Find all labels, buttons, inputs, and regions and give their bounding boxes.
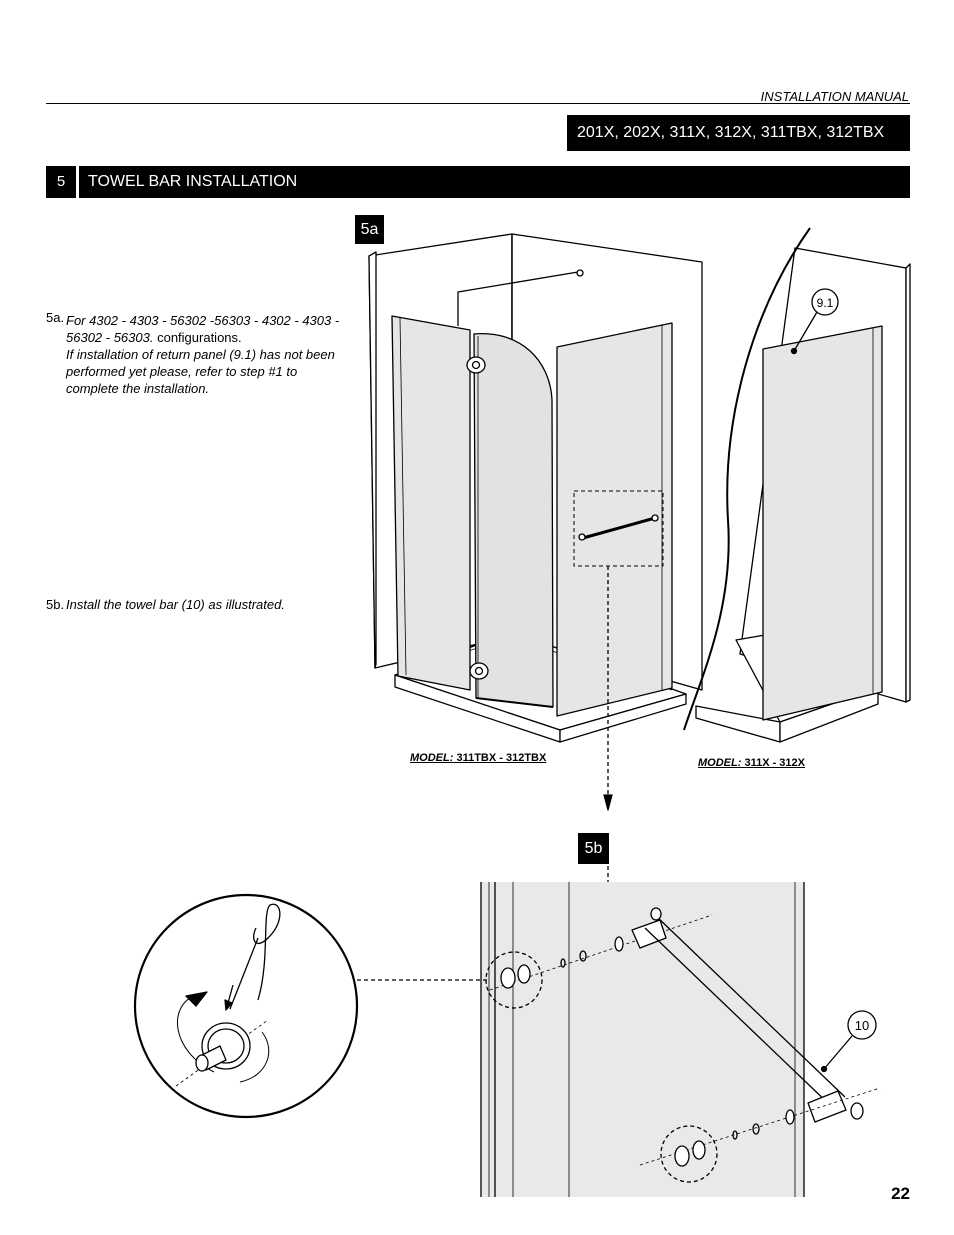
section-number: 5 (46, 166, 76, 198)
model-caption-left: MODEL: 311TBX - 312TBX (410, 752, 547, 764)
step-5a-note: For 4302 - 4303 - 56302 -56303 - 4302 - … (66, 312, 346, 397)
towel-bar-detail (357, 882, 881, 1197)
screw-detail (133, 893, 359, 1119)
step-5a-text-rest: If installation of return panel (9.1) ha… (66, 347, 335, 396)
figure-5a-badge: 5a (355, 215, 384, 244)
figure-5b-badge: 5b (578, 833, 609, 864)
models-banner: 201X, 202X, 311X, 312X, 311TBX, 312TBX (567, 115, 910, 151)
step-5a-text: For 4302 - 4303 - 56302 -56303 - 4302 - … (66, 313, 340, 345)
section-title: TOWEL BAR INSTALLATION (79, 166, 910, 198)
step-5a-label: 5a. (46, 310, 65, 325)
callout-towel-bar: 10 (855, 1018, 869, 1033)
manual-label: INSTALLATION MANUAL (760, 89, 909, 104)
step-5b-note: Install the towel bar (10) as illustrate… (66, 597, 285, 612)
header-rule (46, 103, 910, 104)
step-5b-label: 5b. (46, 597, 65, 612)
page-number: 22 (891, 1184, 910, 1203)
step-5a-text-upright: configurations. (157, 330, 242, 345)
shower-enclosure-311x (683, 227, 911, 743)
callout-return-panel: 9.1 (817, 296, 834, 310)
shower-enclosure-311tbx (368, 233, 703, 883)
model-caption-right: MODEL: 311X - 312X (698, 757, 806, 769)
